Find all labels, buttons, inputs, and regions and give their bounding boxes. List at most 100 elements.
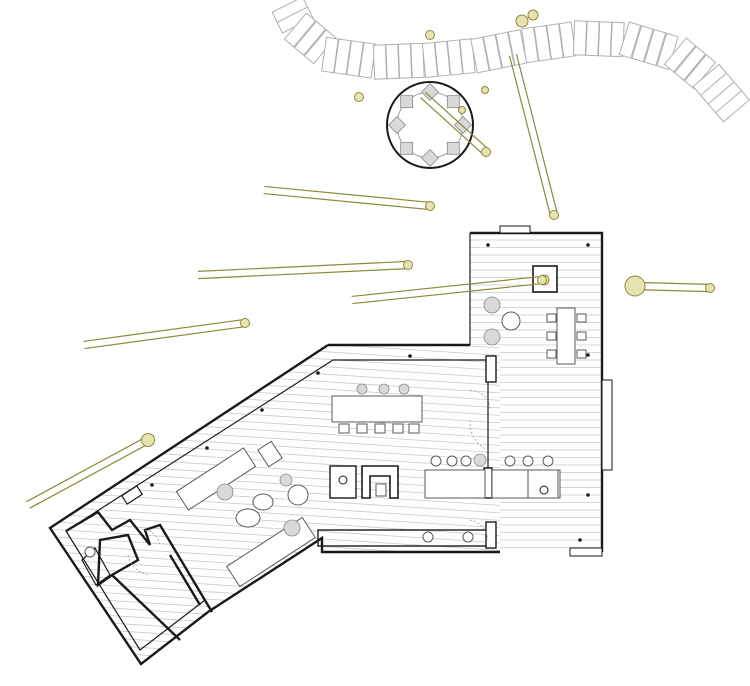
bar-stool <box>504 455 516 467</box>
beam-edge <box>198 267 409 280</box>
dining-chair <box>374 423 386 434</box>
path-stone <box>434 40 451 77</box>
path-stone <box>421 41 439 79</box>
path-stone <box>333 38 352 75</box>
beam-edge <box>264 185 431 204</box>
east-deck <box>469 225 613 557</box>
path-stone <box>470 36 490 74</box>
terrace-chair <box>546 331 557 341</box>
light <box>515 14 529 28</box>
beam-edge <box>197 260 408 273</box>
path-stone <box>495 31 515 69</box>
path-stone <box>372 44 388 80</box>
path-stone <box>663 37 697 73</box>
light <box>425 30 435 40</box>
bar-stool <box>473 453 487 467</box>
path-stone <box>572 20 588 56</box>
beam-edge <box>515 53 559 215</box>
path-stone <box>585 20 600 57</box>
seat <box>453 115 473 135</box>
beam-edge <box>425 91 489 150</box>
beam-end <box>403 260 413 270</box>
bar-stool <box>430 455 442 467</box>
beam-edge <box>263 192 430 211</box>
beam-edge <box>420 97 484 156</box>
dining-chair <box>356 423 368 434</box>
path-stone <box>597 21 613 57</box>
path-stone <box>410 42 425 79</box>
column <box>624 275 646 297</box>
path-stone <box>385 43 400 80</box>
path-stone <box>683 54 717 90</box>
living-area-furniture <box>150 354 412 588</box>
beam-edge <box>634 288 710 293</box>
beam-end <box>549 210 559 220</box>
beam-end <box>705 283 715 293</box>
path-stone <box>397 43 413 79</box>
path-stone <box>714 89 750 123</box>
path-stone <box>321 36 339 74</box>
path-stone <box>346 40 364 77</box>
light <box>527 9 539 21</box>
beam-edge <box>29 442 151 509</box>
beam-edge <box>25 436 147 503</box>
path-stone <box>631 25 654 63</box>
seat <box>400 141 414 155</box>
terrace-chair <box>576 349 587 359</box>
kitchen-area <box>329 453 561 499</box>
beam-end <box>537 275 547 285</box>
south-bench <box>422 531 474 543</box>
seat <box>446 141 460 155</box>
terrace-chair <box>576 313 587 323</box>
path-stone <box>446 39 464 76</box>
dining-chair <box>392 423 404 434</box>
beam-edge <box>351 275 542 298</box>
path-stone <box>533 25 552 62</box>
seat <box>400 95 414 109</box>
bar-stool <box>460 455 472 467</box>
bar-stool <box>446 455 458 467</box>
dining-chair <box>398 383 410 395</box>
path-stone <box>459 38 476 75</box>
seat <box>420 82 440 102</box>
path-stone <box>507 29 528 66</box>
dining-chair <box>408 423 420 434</box>
terrace-chair <box>546 313 557 323</box>
path-stone <box>643 28 667 67</box>
beam-end <box>481 147 491 157</box>
bedroom-bath-block <box>65 485 214 641</box>
seat <box>446 95 460 109</box>
path-stone <box>673 45 707 81</box>
bar-stool <box>522 455 534 467</box>
seat <box>420 148 440 168</box>
path-stone <box>546 23 564 60</box>
path-stone <box>293 20 327 56</box>
path-stone <box>618 21 642 59</box>
fire-pit <box>386 81 474 169</box>
path-stone <box>358 42 377 79</box>
beam-end <box>425 201 435 211</box>
path-stone <box>558 21 577 58</box>
light <box>354 92 364 102</box>
path-stone <box>521 26 539 64</box>
dining-area <box>331 383 423 434</box>
dining-chair <box>338 423 350 434</box>
bar-stool <box>542 455 554 467</box>
beam-end <box>240 318 250 328</box>
light <box>481 86 489 94</box>
beam-edge <box>508 55 552 217</box>
terrace-chair <box>576 331 587 341</box>
path-stone <box>283 12 317 48</box>
beam-edge <box>352 282 543 305</box>
beam-edge <box>83 318 245 343</box>
beam-edge <box>84 325 246 350</box>
dining-chair <box>378 383 390 395</box>
seat <box>387 115 407 135</box>
terrace-chair <box>546 349 557 359</box>
beam-edge <box>635 281 711 286</box>
fire-pit-seats <box>387 82 473 168</box>
light <box>458 106 466 114</box>
pergola-beams <box>25 9 715 509</box>
path-stone <box>482 34 503 71</box>
